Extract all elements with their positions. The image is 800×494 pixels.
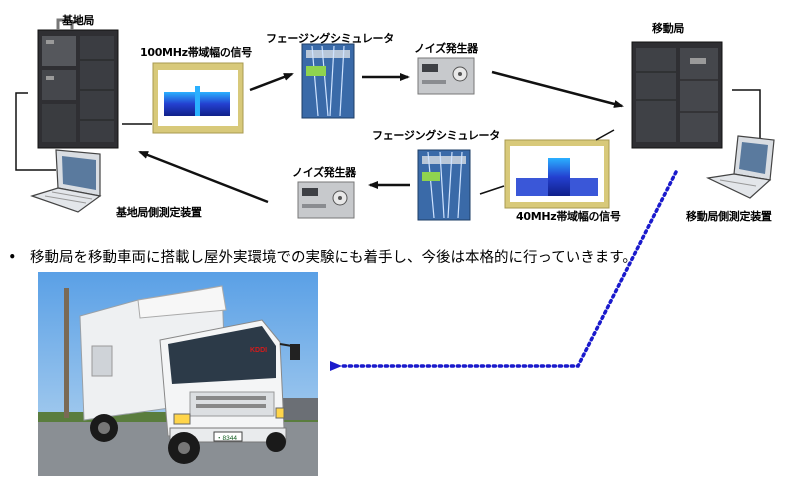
label-signal-100mhz: 100MHz帯域幅の信号 xyxy=(140,46,252,59)
label-signal-40mhz: 40MHz帯域幅の信号 xyxy=(516,210,621,223)
bullet-text: 移動局を移動車両に搭載し屋外実環境での実験にも着手し、今後は本格的に行っていきま… xyxy=(30,250,637,266)
arrow-spectrum-to-fading xyxy=(249,72,294,92)
arrow-noise-to-base xyxy=(138,150,269,204)
base-station-rack-image xyxy=(37,18,119,149)
arrow-spectrum40-to-fading xyxy=(479,185,505,195)
label-base-measure: 基地局側測定装置 xyxy=(116,206,202,219)
bullet-paragraph: • 移動局を移動車両に搭載し屋外実環境での実験にも着手し、今後は本格的に行っていき… xyxy=(8,246,637,267)
arrow-noise-to-mobile xyxy=(491,70,624,108)
truck-plate-text: ・8344 xyxy=(216,435,237,442)
noise-generator-top-image xyxy=(417,57,475,95)
mobile-station-rack-image xyxy=(631,41,723,149)
label-noise-gen-bottom: ノイズ発生器 xyxy=(292,166,356,179)
base-measure-laptop-image xyxy=(30,149,102,213)
bullet-marker: • xyxy=(8,250,17,266)
dotted-arrow-mobile-to-truck xyxy=(330,170,678,371)
truck-brand-text: KDDI xyxy=(250,347,267,354)
label-mobile-measure: 移動局側測定装置 xyxy=(686,210,772,223)
spectrum-100mhz-image xyxy=(152,62,244,134)
label-fading-sim-bottom: フェージングシミュレータ xyxy=(372,129,500,142)
mobile-truck-photo: KDDI ・8344 xyxy=(38,272,318,476)
base-rack-laptop-cable xyxy=(15,92,56,171)
noise-generator-bottom-image xyxy=(297,181,355,219)
fading-simulator-top-image xyxy=(301,43,355,119)
label-base-station: 基地局 xyxy=(62,14,95,27)
label-noise-gen-top: ノイズ発生器 xyxy=(414,42,478,55)
mobile-measure-laptop-image xyxy=(705,135,775,199)
label-fading-sim-top: フェージングシミュレータ xyxy=(266,32,394,45)
spectrum-40mhz-image xyxy=(504,139,610,209)
mobile-rack-laptop-cable xyxy=(732,89,761,138)
fading-simulator-bottom-image xyxy=(417,149,471,221)
arrow-mobile-to-spectrum40 xyxy=(595,129,615,141)
label-mobile-station: 移動局 xyxy=(652,22,685,35)
